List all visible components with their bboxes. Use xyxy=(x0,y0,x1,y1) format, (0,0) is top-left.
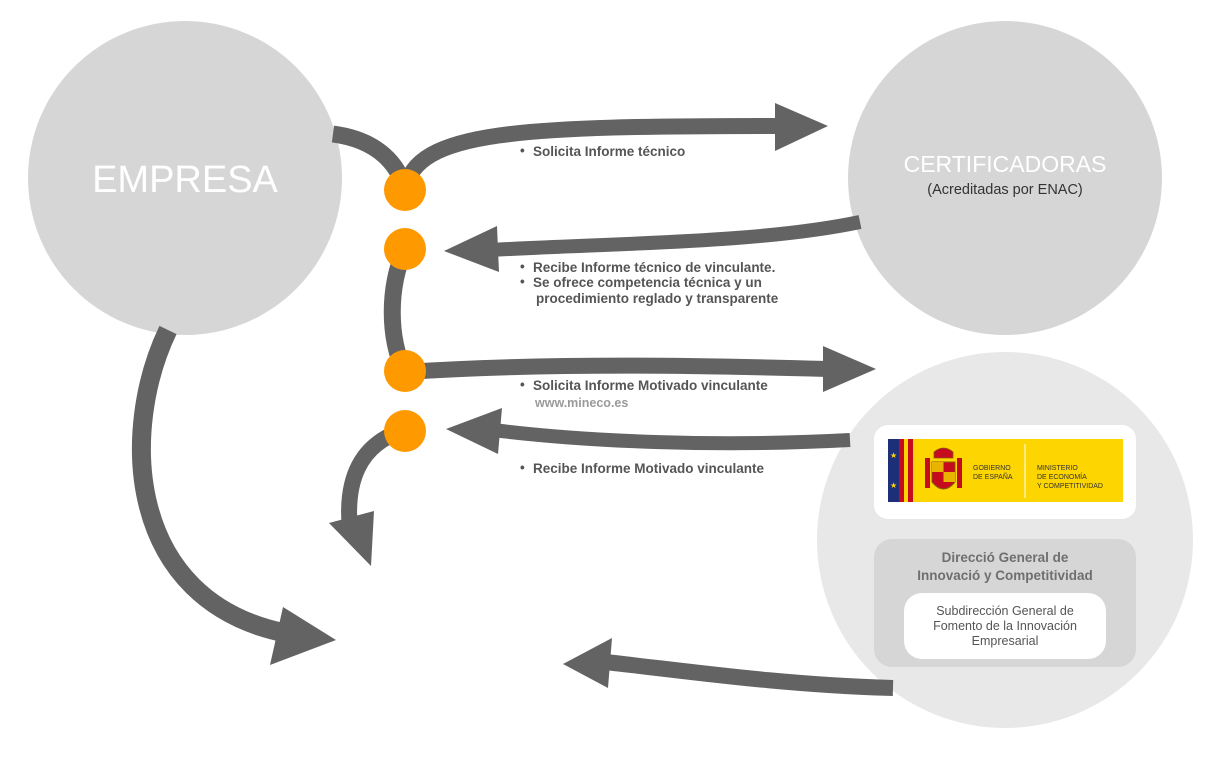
step-1-text: Solicita Informe técnico xyxy=(533,144,685,159)
step-2-text-line1: Recibe Informe técnico de vinculante. xyxy=(533,260,775,275)
flag-stripe-red-2 xyxy=(908,439,913,502)
node-3 xyxy=(384,350,426,392)
certificadoras-circle xyxy=(848,21,1162,335)
node-1 xyxy=(384,169,426,211)
step-1-label: • Solicita Informe técnico xyxy=(520,143,685,159)
directorate-title-line1: Direcció General de xyxy=(942,550,1069,565)
directorate-title-line2: Innovació y Competitividad xyxy=(917,568,1093,583)
subdirectorate-line1: Subdirección General de xyxy=(936,604,1074,618)
eu-star-icon: ★ xyxy=(890,481,897,490)
arrow-request-technical-report xyxy=(397,103,828,192)
subdirectorate-box xyxy=(904,593,1106,659)
logo-left-line1: GOBIERNO xyxy=(973,465,1011,472)
empresa-circle xyxy=(28,21,342,335)
subdirectorate-line2: Fomento de la Innovación xyxy=(933,619,1077,633)
flag-stripe-red-1 xyxy=(899,439,904,502)
certificadoras-title: CERTIFICADORAS xyxy=(904,151,1107,177)
empresa-label: EMPRESA xyxy=(92,159,278,201)
arrow-empresa-down xyxy=(132,325,336,665)
step-2-label: • Recibe Informe técnico de vinculante. … xyxy=(520,259,779,306)
logo-right-line2: DE ECONOMÍA xyxy=(1037,472,1087,481)
bullet: • xyxy=(520,460,525,475)
arrow-node4-down xyxy=(329,424,402,566)
step-2-text-line2: Se ofrece competencia técnica y un xyxy=(533,275,762,290)
step-3-url[interactable]: www.mineco.es xyxy=(534,396,628,410)
logo-right-line3: Y COMPETITIVIDAD xyxy=(1037,483,1103,490)
node-4 xyxy=(384,410,426,452)
flag-stripe-yellow xyxy=(904,439,908,502)
coat-of-arms-icon xyxy=(925,447,962,490)
arrow-receive-technical-report xyxy=(444,215,862,272)
arrow-ministry-to-bottom xyxy=(563,638,894,696)
bullet: • xyxy=(520,259,525,274)
bullet: • xyxy=(520,143,525,158)
certificadoras-subtitle: (Acreditadas por ENAC) xyxy=(927,182,1083,198)
step-3-label: • Solicita Informe Motivado vinculante w… xyxy=(520,377,768,410)
logo-left-line2: DE ESPAÑA xyxy=(973,472,1013,481)
step-3-text: Solicita Informe Motivado vinculante xyxy=(533,378,768,393)
node-2 xyxy=(384,228,426,270)
eu-star-icon: ★ xyxy=(890,451,897,460)
flag-stripe-blue xyxy=(888,439,899,502)
subdirectorate-line3: Empresarial xyxy=(972,634,1039,648)
step-4-text: Recibe Informe Motivado vinculante xyxy=(533,461,765,476)
arrow-receive-motivated-report xyxy=(446,408,851,454)
bullet: • xyxy=(520,377,525,392)
step-2-text-line3: procedimiento reglado y transparente xyxy=(536,291,779,306)
bullet: • xyxy=(520,274,525,289)
logo-right-line1: MINISTERIO xyxy=(1037,465,1078,472)
arrow-request-motivated-report xyxy=(404,346,876,392)
step-4-label: • Recibe Informe Motivado vinculante xyxy=(520,460,765,476)
